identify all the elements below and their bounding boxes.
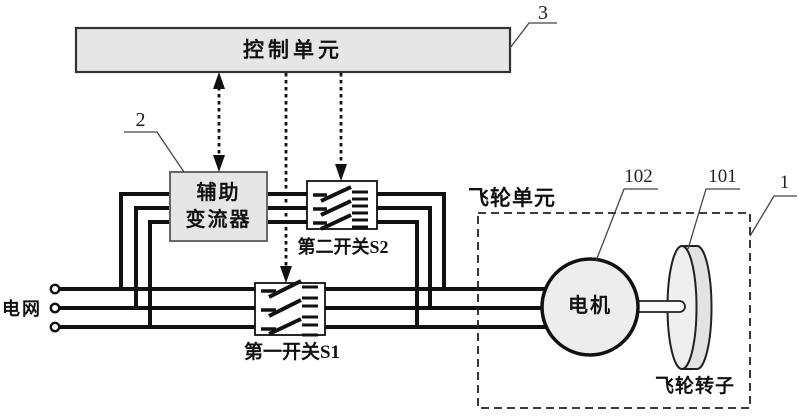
leader-ref-2 [124, 131, 185, 173]
ref-number-aux-converter: 2 [135, 109, 146, 131]
ref-number-control-unit: 3 [538, 2, 548, 24]
ref-leader-lines [124, 22, 797, 262]
flywheel-unit-label: 飞轮单元 [468, 186, 556, 210]
control-unit-box [74, 26, 512, 74]
switch-s2-label: 第二开关S2 [297, 237, 389, 257]
motor-circle [540, 257, 640, 357]
grid-label: 电网 [2, 299, 42, 319]
leader-ref-101 [687, 188, 740, 250]
motor-label: 电机 [568, 295, 612, 317]
ref-number-motor: 102 [624, 166, 653, 187]
aux-converter-label-line2: 变流器 [185, 208, 252, 231]
aux-converter-label: 辅助 变流器 [170, 172, 267, 241]
flywheel-rotor-label: 飞轮转子 [655, 376, 736, 397]
motor-shaft [633, 300, 686, 313]
switch-s1-symbol [261, 279, 318, 337]
switch-s2-symbol [313, 185, 368, 231]
grid-terminals [49, 283, 61, 333]
control-s1-arrowhead [280, 266, 292, 283]
control-s2-arrowhead [335, 164, 347, 181]
switch-s1-label: 第一开关S1 [243, 342, 341, 363]
control-aux-arrowhead-up [213, 72, 225, 89]
ref-number-flywheel-rotor: 101 [708, 166, 737, 187]
s2-return-wire-3 [375, 220, 419, 329]
grid-terminal-circle-1 [49, 283, 61, 295]
leader-ref-1 [749, 195, 797, 237]
leader-ref-3 [509, 22, 557, 49]
control-unit-label: 控制单元 [243, 38, 343, 62]
grid-terminal-circle-2 [49, 302, 61, 314]
aux-converter-label-line1: 辅助 [196, 181, 241, 204]
control-aux-arrowhead-down [213, 155, 225, 172]
s2-return-wire-1 [375, 192, 446, 291]
grid-terminal-circle-3 [49, 321, 61, 333]
s2-return-wire-2 [375, 206, 432, 310]
leader-ref-102 [595, 188, 658, 262]
aux-converter-box [169, 171, 268, 242]
ref-number-flywheel-unit: 1 [779, 172, 790, 193]
control-signal-arrows [213, 72, 347, 283]
